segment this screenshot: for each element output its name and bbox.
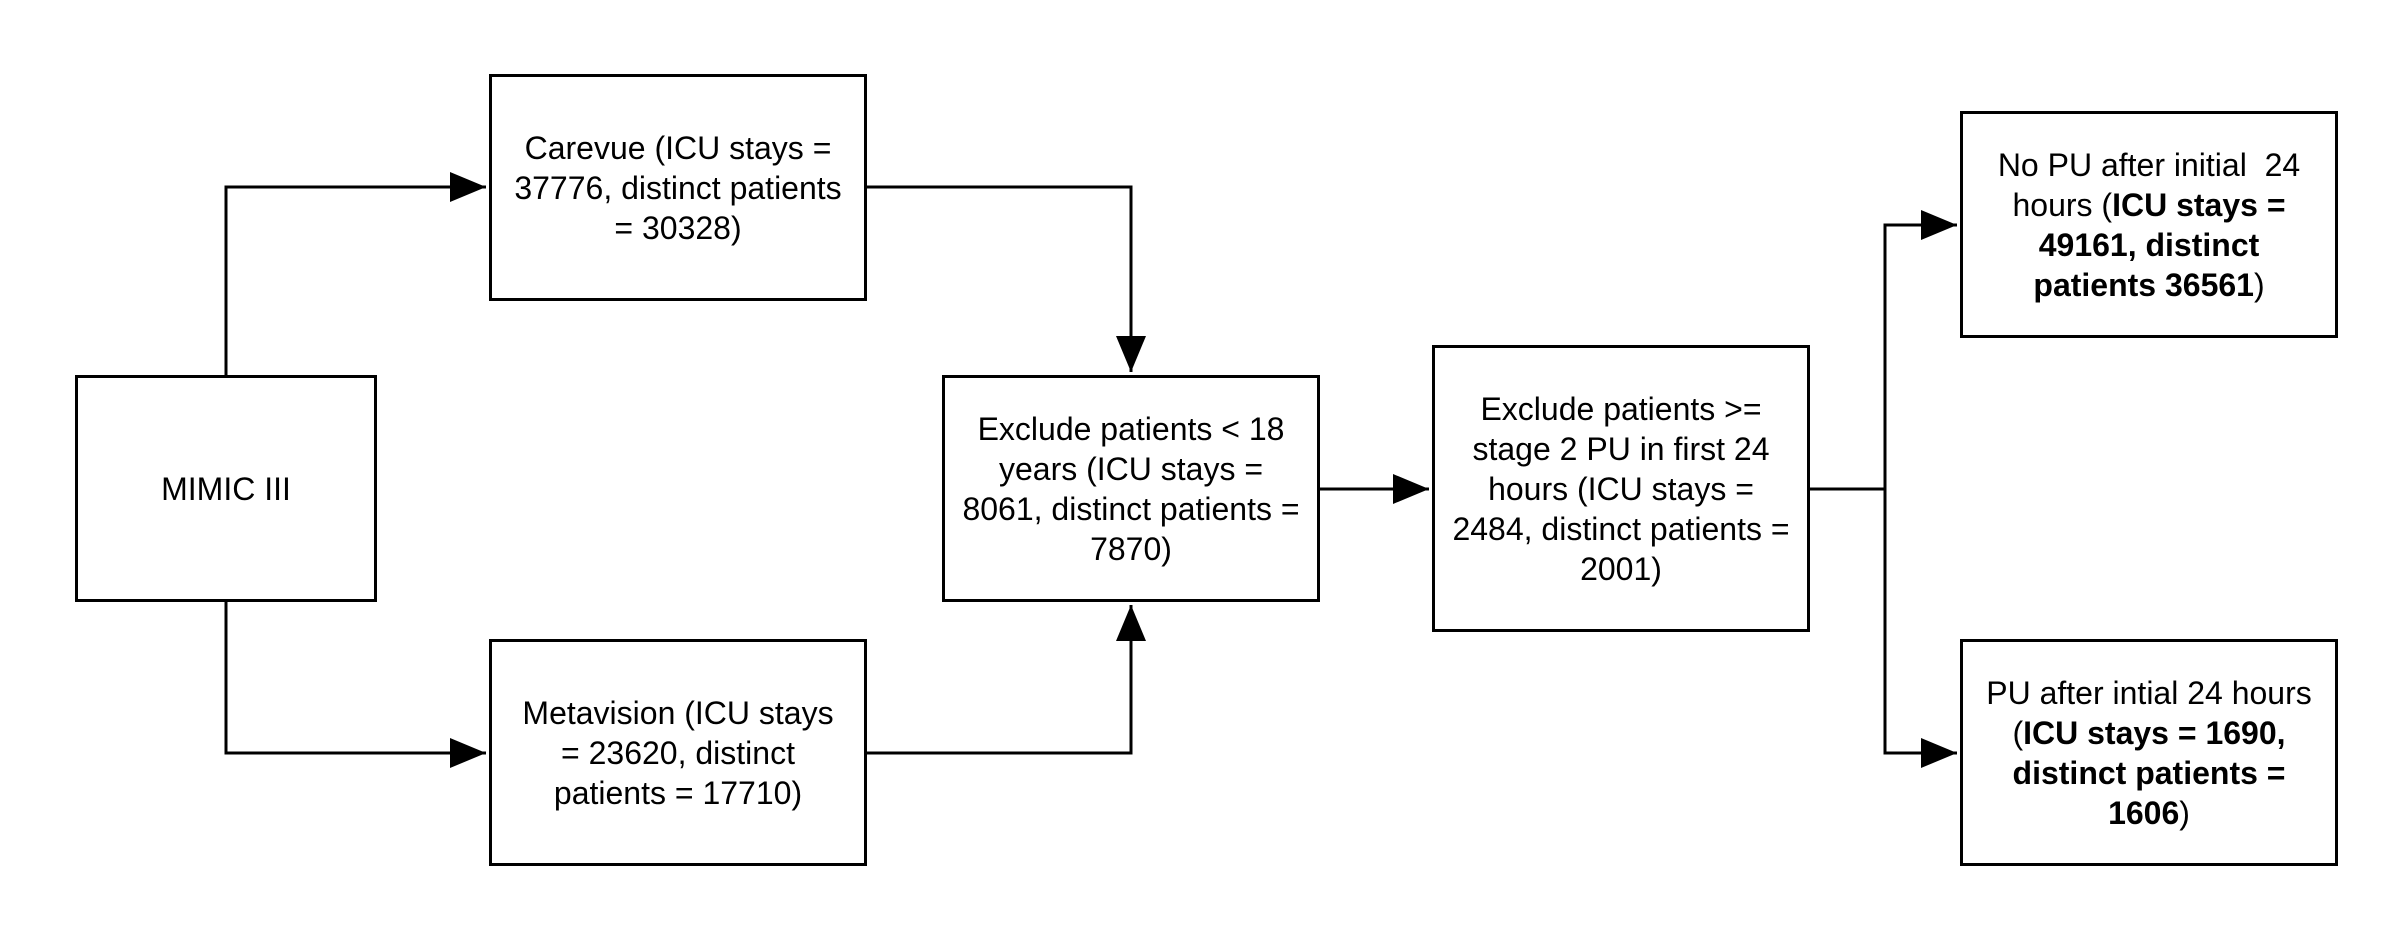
node-exclude-stage-2-pu: Exclude patients >=stage 2 PU in first 2… bbox=[1432, 345, 1810, 632]
arrow-mimic-to-carevue bbox=[224, 172, 486, 375]
bold-text-run: distinct patients = bbox=[2012, 754, 2286, 791]
node-text-line: No PU after initial 24 bbox=[1998, 145, 2300, 185]
text-run: years (ICU stays = bbox=[998, 450, 1264, 487]
node-text-line: Exclude patients >= bbox=[1480, 389, 1761, 429]
node-text-line: years (ICU stays = bbox=[999, 449, 1263, 489]
bold-text-run: patients 36561 bbox=[2033, 266, 2254, 303]
node-text-line: 8061, distinct patients = bbox=[962, 489, 1299, 529]
text-run: PU after intial 24 hours bbox=[1986, 674, 2312, 711]
text-run: MIMIC III bbox=[161, 470, 291, 507]
bold-text-run: 49161, distinct bbox=[2038, 226, 2260, 263]
node-mimic-iii: MIMIC III bbox=[75, 375, 377, 602]
arrow-split-to-pu bbox=[1883, 489, 1957, 768]
node-text-line: 1606) bbox=[2108, 793, 2190, 833]
bold-text-run: ICU stays = 1690, bbox=[2023, 714, 2286, 751]
node-text-line: distinct patients = bbox=[2013, 753, 2286, 793]
text-run: 2484, distinct patients = bbox=[1452, 510, 1790, 547]
node-text-line: (ICU stays = 1690, bbox=[2012, 713, 2285, 753]
text-run: 7870) bbox=[1090, 530, 1172, 567]
text-run: Exclude patients >= bbox=[1480, 390, 1762, 427]
text-run: = 30328) bbox=[614, 209, 742, 246]
text-run: = 23620, distinct bbox=[561, 734, 795, 771]
node-text-line: PU after intial 24 hours bbox=[1986, 673, 2312, 713]
node-text-line: 7870) bbox=[1090, 529, 1172, 569]
bold-text-run: ICU stays = bbox=[2112, 186, 2286, 223]
node-text-line: Metavision (ICU stays bbox=[522, 693, 833, 733]
text-run: 2001) bbox=[1580, 550, 1662, 587]
arrow-split-to-nopu bbox=[1883, 210, 1957, 489]
text-run: 37776, distinct patients bbox=[514, 169, 842, 206]
node-text-line: 2484, distinct patients = bbox=[1452, 509, 1789, 549]
text-run: stage 2 PU in first 24 bbox=[1472, 430, 1770, 467]
node-text-line: Exclude patients < 18 bbox=[978, 409, 1285, 449]
node-text-line: stage 2 PU in first 24 bbox=[1472, 429, 1769, 469]
text-run: ) bbox=[2179, 794, 2190, 831]
text-run: patients = 17710) bbox=[553, 774, 803, 811]
node-carevue: Carevue (ICU stays =37776, distinct pati… bbox=[489, 74, 867, 301]
text-run: ( bbox=[2012, 714, 2024, 751]
node-text-line: = 30328) bbox=[614, 208, 741, 248]
text-run: Metavision (ICU stays bbox=[522, 694, 834, 731]
text-run: 8061, distinct patients = bbox=[962, 490, 1300, 527]
node-pu-after-24h: PU after intial 24 hours(ICU stays = 169… bbox=[1960, 639, 2338, 866]
arrow-carevue-to-age bbox=[867, 185, 1146, 372]
node-text-line: 37776, distinct patients bbox=[514, 168, 841, 208]
node-text-line: hours (ICU stays = bbox=[1488, 469, 1754, 509]
arrow-mimic-to-metavision bbox=[224, 602, 486, 768]
node-text-line: patients 36561) bbox=[2033, 265, 2264, 305]
node-text-line: patients = 17710) bbox=[554, 773, 802, 813]
text-run: hours ( bbox=[2012, 186, 2113, 223]
text-run: ) bbox=[2253, 266, 2265, 303]
text-run: Carevue (ICU stays = bbox=[524, 129, 832, 166]
node-text-line: Carevue (ICU stays = bbox=[525, 128, 832, 168]
arrow-metavision-to-age bbox=[867, 605, 1146, 755]
text-run: hours (ICU stays = bbox=[1488, 470, 1754, 507]
bold-text-run: 1606 bbox=[2108, 794, 2180, 831]
node-text-line: 2001) bbox=[1580, 549, 1662, 589]
node-text-line: MIMIC III bbox=[161, 469, 291, 509]
node-text-line: = 23620, distinct bbox=[561, 733, 795, 773]
node-text-line: hours (ICU stays = bbox=[2012, 185, 2285, 225]
text-run: Exclude patients < 18 bbox=[977, 410, 1285, 447]
text-run: No PU after initial 24 bbox=[1997, 146, 2301, 183]
node-text-line: 49161, distinct bbox=[2039, 225, 2260, 265]
